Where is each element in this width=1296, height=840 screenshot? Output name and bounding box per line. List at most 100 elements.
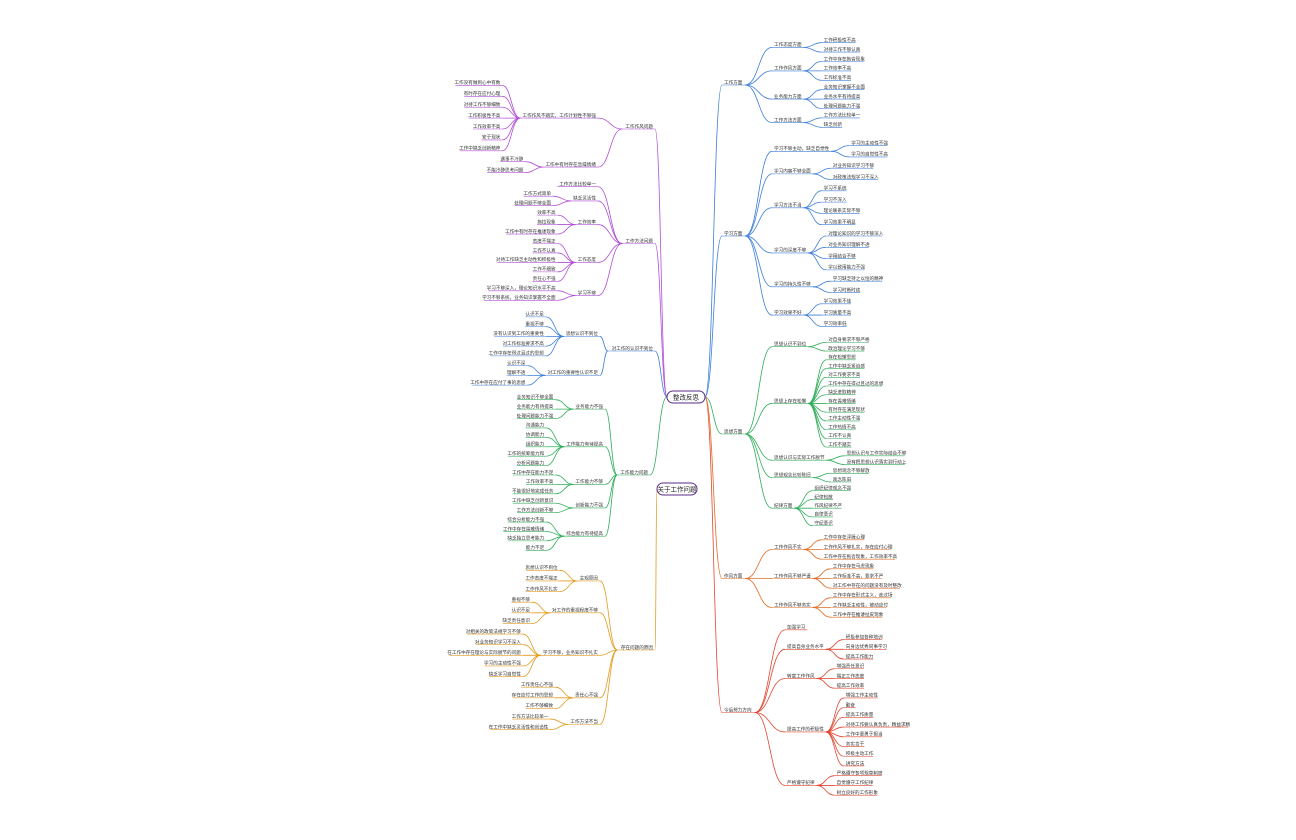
leaf-left-green-1-4[interactable]: 分析问题能力 [517, 459, 545, 466]
leaf-right-orange-2-2[interactable]: 工作中存在推诿扯皮现象 [833, 611, 884, 618]
branch-right-blue[interactable]: 工作方面 [724, 79, 743, 86]
branch-right-red[interactable]: 今后努力方向 [724, 706, 752, 713]
branch-left-blue[interactable]: 对工作的认识不到位 [612, 345, 654, 352]
leaf-right-red-3-5[interactable]: 务实肯干 [846, 740, 865, 747]
node-right-red-3[interactable]: 提高工作的积极性 [787, 726, 824, 733]
leaf-right-blue-2-3-2[interactable]: 学用结合不够 [828, 252, 856, 259]
node-left-blue-0[interactable]: 思想认识不到位 [566, 330, 599, 337]
leaf-right-orange-0-0[interactable]: 工作中存在浮躁心理 [824, 534, 866, 541]
node-right-red-2[interactable]: 转变工作作风 [787, 672, 815, 679]
leaf-right-orange-0-2[interactable]: 工作中存在拖沓现象，工作效率不高 [824, 553, 898, 560]
node-right-green-1[interactable]: 思想上存在松懈 [774, 397, 807, 404]
node-left-orange-3[interactable]: 责任心不强 [575, 692, 598, 699]
leaf-right-green-1-7[interactable]: 工作主动性不强 [828, 415, 861, 422]
leaf-right-blue-1-1[interactable]: 工作效率不高 [824, 65, 852, 72]
leaf-left-green-1-1[interactable]: 协调能力 [526, 431, 545, 438]
leaf-right-red-3-1[interactable]: 勤奋 [846, 701, 856, 708]
leaf-left-green-4-3[interactable]: 能力不足 [526, 544, 545, 551]
node-right-green-0[interactable]: 思想认识不到位 [774, 341, 807, 348]
leaf-right-red-1-1[interactable]: 向身边优秀同事学习 [846, 643, 888, 650]
leaf-left-purple-2-1-0[interactable]: 工作方式简单 [523, 190, 551, 197]
leaf-right-green-1-10[interactable]: 工作不踏实 [828, 441, 851, 448]
leaf-left-purple-0-5[interactable]: 安于现状 [482, 134, 501, 141]
leaf-left-green-3-0[interactable]: 工作中缺乏创新意识 [512, 497, 554, 504]
node-right-blue-0[interactable]: 工作态度方面 [774, 41, 802, 48]
leaf-right-blue-2-0-0[interactable]: 学习的主动性不强 [851, 139, 888, 146]
leaf-right-red-2-2[interactable]: 提高工作效率 [837, 682, 865, 689]
leaf-left-purple-2-2-0[interactable]: 效率不高 [537, 209, 556, 216]
node-right-blue-2-2[interactable]: 学习方法不当 [774, 202, 802, 209]
leaf-right-green-3-1[interactable]: 观念陈旧 [833, 476, 852, 483]
root-node-main[interactable]: 整改反思 [666, 390, 706, 404]
leaf-right-orange-1-1[interactable]: 工作标准不高，要求不严 [833, 572, 884, 579]
leaf-left-blue-0-0[interactable]: 认识不足 [525, 311, 544, 318]
leaf-left-orange-3-0[interactable]: 工作责任心不强 [521, 681, 554, 688]
leaf-right-green-4-4[interactable]: 守纪意识 [814, 519, 833, 526]
leaf-right-blue-2-0[interactable]: 业务知识掌握不全面 [824, 84, 866, 91]
leaf-right-red-1-2[interactable]: 提高工作能力 [846, 653, 874, 660]
node-left-green-1[interactable]: 工作能力有待提高 [566, 441, 603, 448]
node-right-blue-2[interactable]: 业务能力方面 [774, 93, 802, 100]
leaf-left-purple-0-4[interactable]: 工作效率不高 [473, 123, 501, 130]
leaf-right-red-3-6[interactable]: 积极主动工作 [846, 750, 874, 757]
node-left-blue-1[interactable]: 对工作的重要性认识不足 [547, 369, 598, 376]
leaf-right-green-3-0[interactable]: 思想观念不够解放 [833, 467, 870, 474]
leaf-left-purple-1-1[interactable]: 不能冷静思考问题 [487, 166, 524, 173]
leaf-right-blue-2-0-1[interactable]: 学习的自觉性不高 [851, 151, 888, 158]
leaf-right-blue-2-4-1[interactable]: 学习时断时续 [833, 286, 861, 293]
leaf-left-blue-0-3[interactable]: 对工作标准要求不高 [502, 340, 544, 347]
leaf-left-purple-2-2-1[interactable]: 拖拉现象 [537, 218, 556, 225]
leaf-left-purple-0-3[interactable]: 工作积极性不高 [468, 112, 501, 119]
node-right-blue-2-3[interactable]: 学习的深度不够 [774, 247, 807, 254]
node-left-green-0[interactable]: 业务能力不强 [575, 403, 603, 410]
leaf-left-green-4-0[interactable]: 综合分析能力不强 [507, 516, 544, 523]
leaf-left-orange-2-2[interactable]: 在工作中存在理论与实际脱节的问题 [447, 649, 521, 656]
leaf-right-blue-3-1[interactable]: 缺乏创新 [824, 121, 843, 128]
leaf-left-blue-1-2[interactable]: 工作中存在应付了事的思想 [470, 379, 526, 386]
node-left-green-2[interactable]: 工作能力不够 [575, 478, 603, 485]
leaf-right-red-4-2[interactable]: 树立良好的工作形象 [837, 789, 879, 796]
leaf-left-purple-1-0[interactable]: 遇事不冷静 [500, 155, 523, 162]
node-left-purple-0[interactable]: 工作作风不踏实，工作计划性不够强 [522, 112, 596, 119]
leaf-left-purple-0-2[interactable]: 对待工作不够细致 [464, 101, 501, 108]
leaf-right-green-1-6[interactable]: 有时存在满足现状 [828, 406, 865, 413]
leaf-right-blue-3-0[interactable]: 工作方法比较单一 [824, 112, 861, 119]
leaf-left-green-2-2[interactable]: 不能很好地完成任务 [512, 488, 554, 495]
node-right-blue-1[interactable]: 工作作风方面 [774, 65, 802, 72]
leaf-right-blue-2-3-1[interactable]: 对业务知识理解不透 [828, 241, 870, 248]
leaf-left-green-1-0[interactable]: 沟通能力 [526, 422, 545, 429]
leaf-right-green-1-1[interactable]: 工作中缺乏紧迫感 [828, 362, 865, 369]
leaf-right-blue-2-3-0[interactable]: 对理论知识的学习不够深入 [828, 230, 884, 237]
leaf-left-purple-2-2-2[interactable]: 工作中有时存在推诿现象 [505, 228, 556, 235]
leaf-right-blue-0-1[interactable]: 对待工作不够认真 [824, 46, 861, 53]
node-right-red-1[interactable]: 提高自身业务水平 [787, 643, 824, 650]
leaf-right-red-1-0[interactable]: 积极参加各种培训 [846, 633, 883, 640]
leaf-right-orange-2-0[interactable]: 工作中存在形式主义，走过场 [833, 592, 893, 599]
node-right-blue-2-1[interactable]: 学习内容不够全面 [774, 168, 811, 175]
leaf-left-orange-2-1[interactable]: 对业务知识学习不深入 [475, 638, 521, 645]
leaf-right-green-4-1[interactable]: 纪律松散 [814, 493, 833, 500]
leaf-right-red-3-3[interactable]: 对待工作要认真负责，精益求精 [846, 721, 911, 728]
leaf-right-green-1-0[interactable]: 存在松懈思想 [828, 354, 856, 361]
node-left-green-3[interactable]: 创新能力不强 [575, 502, 603, 509]
leaf-right-blue-2-5-0[interactable]: 学习效果不佳 [824, 298, 852, 305]
leaf-right-blue-2-1-0[interactable]: 对业务知识学习不够 [833, 162, 875, 169]
leaf-left-purple-2-3-4[interactable]: 责任心不强 [533, 275, 556, 282]
leaf-left-green-2-0[interactable]: 工作中存在能力不足 [512, 469, 554, 476]
leaf-right-blue-1-0[interactable]: 工作中存在拖沓现象 [824, 55, 866, 62]
node-right-orange-0[interactable]: 工作作风不实 [774, 543, 802, 550]
leaf-right-blue-1-2[interactable]: 工作标准不高 [824, 74, 852, 81]
leaf-right-red-3-0[interactable]: 增强工作主动性 [846, 692, 879, 699]
leaf-left-orange-3-1[interactable]: 存在应付工作的思想 [512, 692, 554, 699]
leaf-left-orange-0-0[interactable]: 思想认识不到位 [525, 564, 558, 571]
node-left-orange-4[interactable]: 工作方法不当 [570, 718, 598, 725]
leaf-left-orange-2-4[interactable]: 缺乏学习自觉性 [489, 670, 522, 677]
node-right-green-3[interactable]: 思想观念比较陈旧 [774, 471, 811, 478]
leaf-left-blue-0-2[interactable]: 没有认识到工作的重要性 [493, 330, 544, 337]
node-right-blue-3[interactable]: 工作方法方面 [774, 116, 802, 123]
leaf-left-orange-3-2[interactable]: 工作不够细致 [525, 702, 553, 709]
node-right-red-4[interactable]: 严格遵守纪律 [787, 779, 815, 786]
leaf-left-purple-0-0[interactable]: 工作没有做到心中有数 [454, 79, 500, 86]
leaf-left-green-4-2[interactable]: 缺乏独立思考能力 [507, 535, 544, 542]
